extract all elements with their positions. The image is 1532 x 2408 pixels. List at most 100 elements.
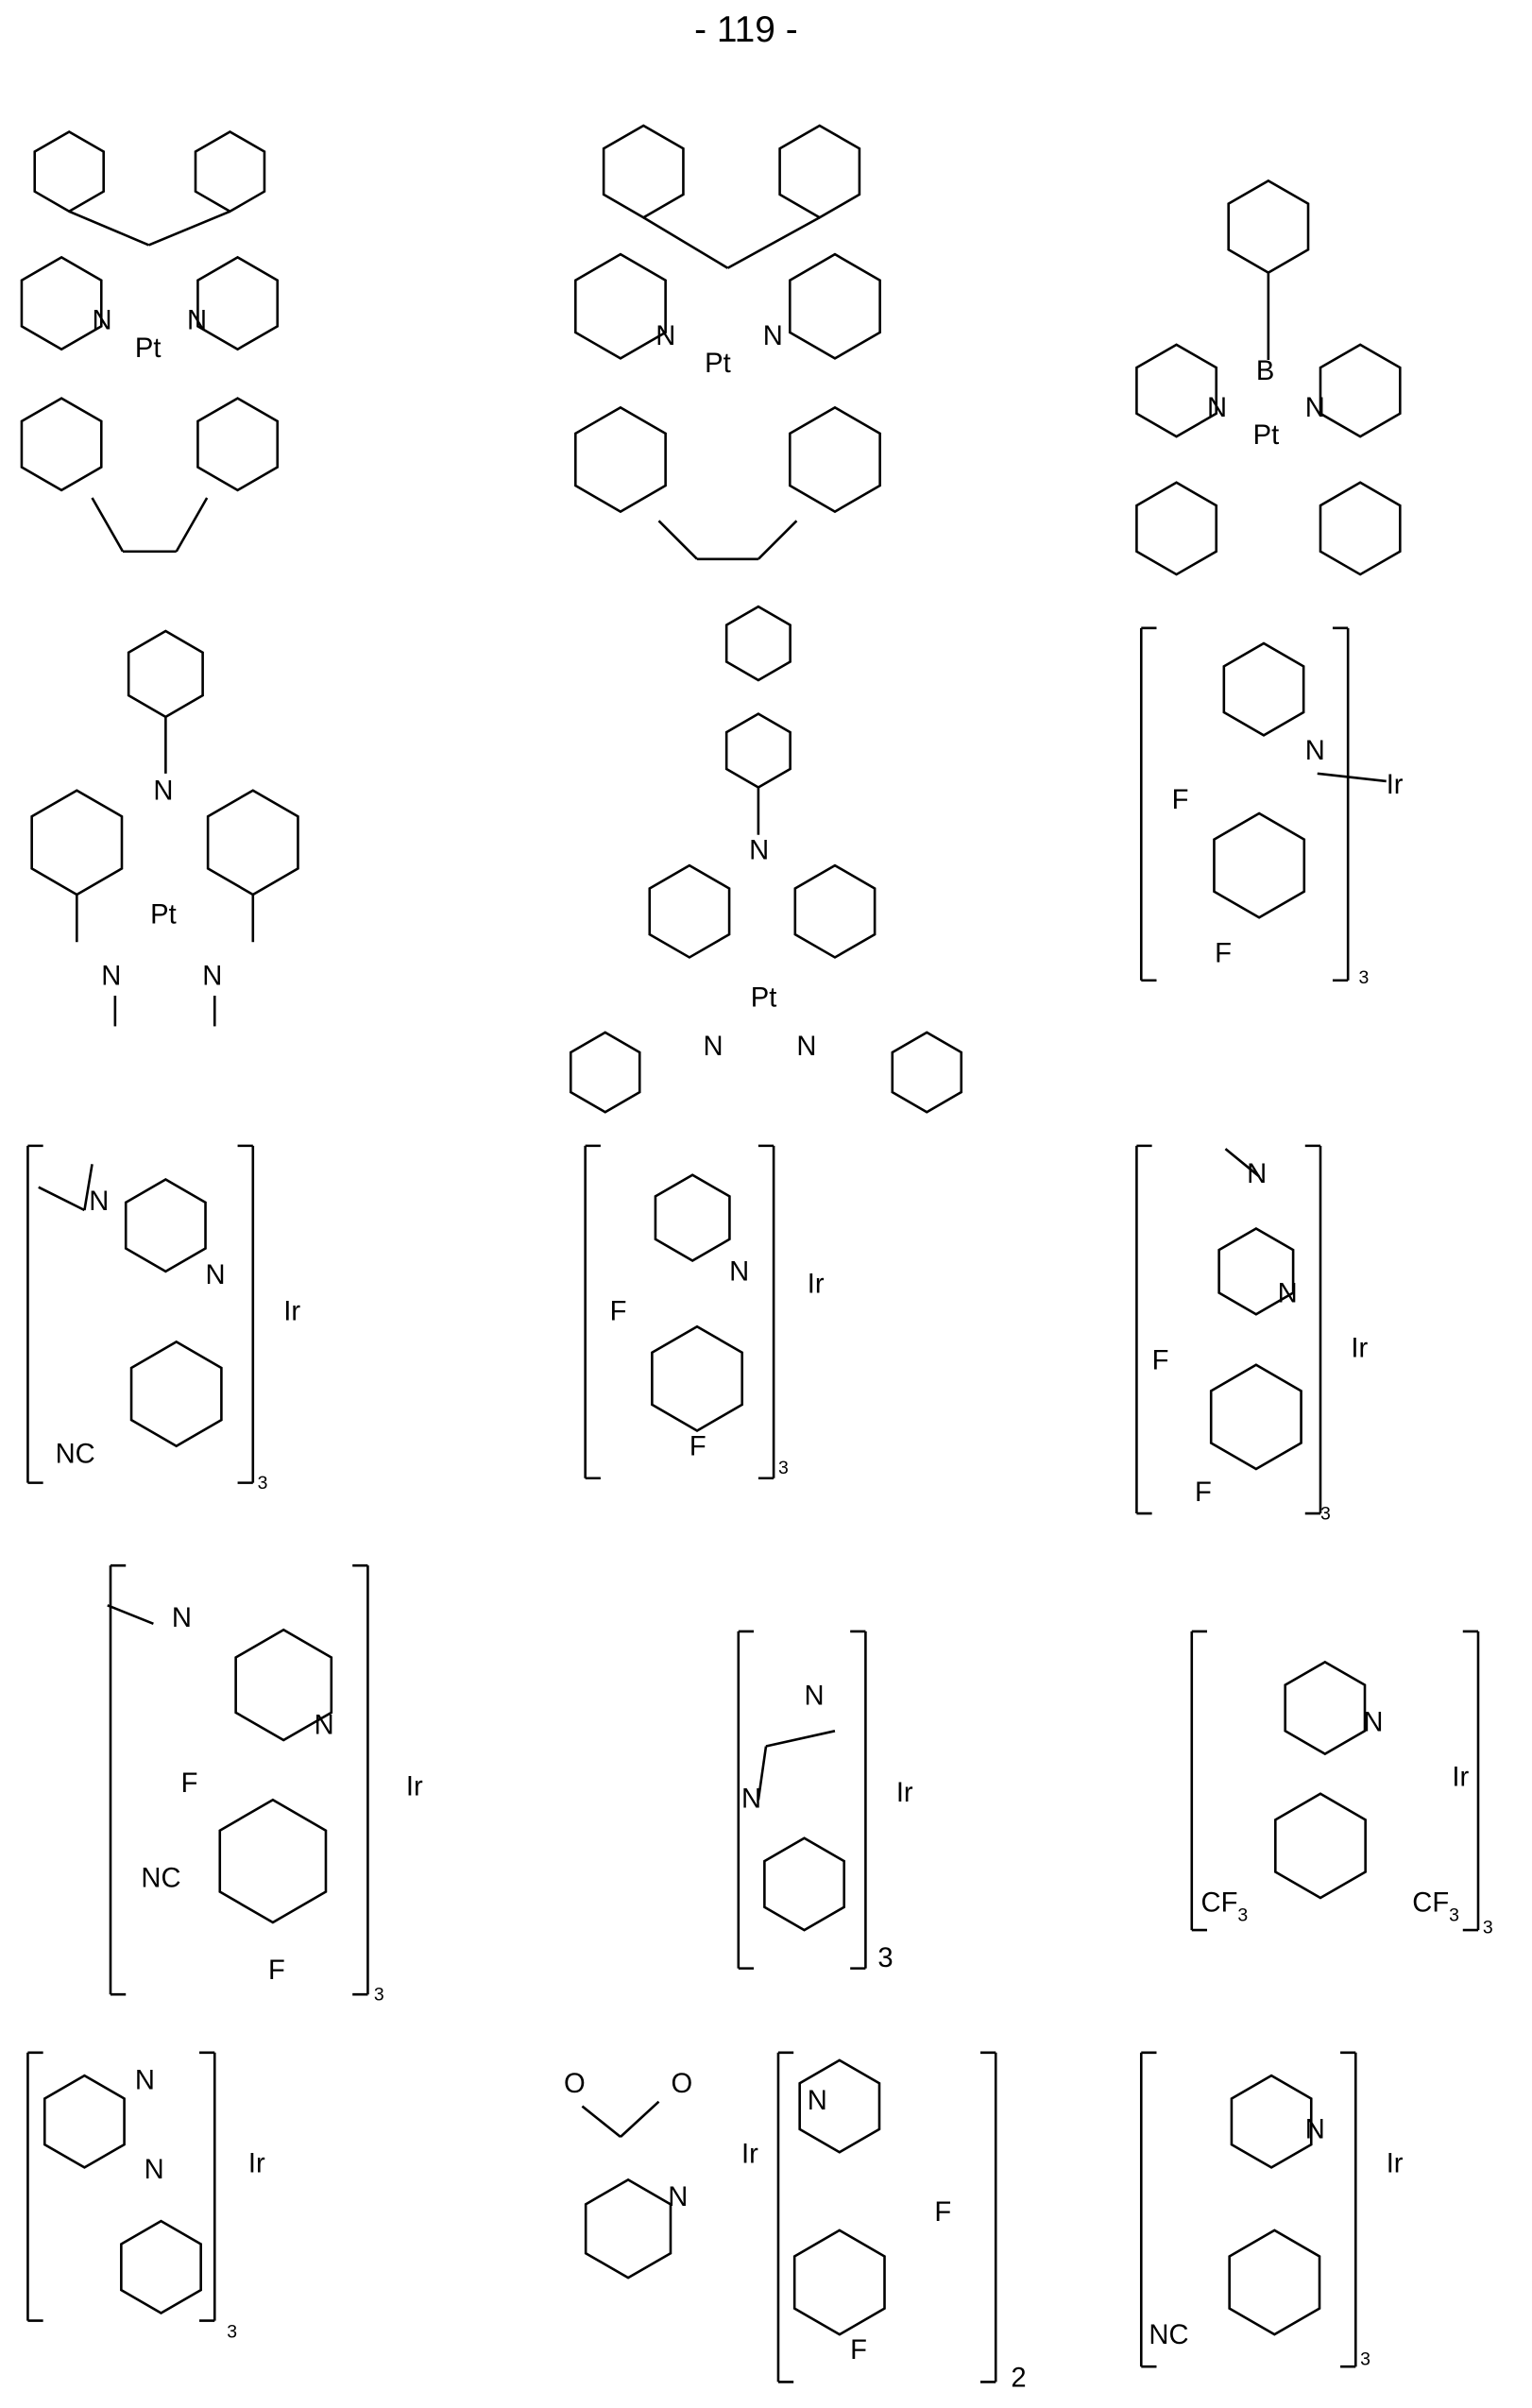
atom-label: NC xyxy=(141,1864,180,1894)
atom-label: N xyxy=(153,776,173,806)
ring xyxy=(726,714,790,788)
atom-label: Ir xyxy=(406,1771,423,1802)
atom-label: F xyxy=(1152,1346,1169,1376)
atom-label: NC xyxy=(1149,2320,1188,2350)
ring xyxy=(764,1838,843,1930)
bond xyxy=(658,521,697,559)
atom-label: N xyxy=(1305,393,1325,423)
ring xyxy=(655,1175,729,1261)
subscript: 3 xyxy=(1237,1904,1248,1925)
ring xyxy=(131,1341,221,1445)
ring xyxy=(570,1033,639,1112)
ring xyxy=(652,1326,741,1430)
subscript: 2 xyxy=(1011,2363,1026,2393)
atom-label: F xyxy=(1195,1477,1212,1508)
ring xyxy=(208,791,298,895)
ring xyxy=(1224,643,1303,735)
atom-label: O xyxy=(564,2069,586,2099)
ring xyxy=(604,126,683,217)
atom-label: N xyxy=(1363,1707,1383,1737)
atom-label: N xyxy=(704,1032,723,1062)
bond xyxy=(582,2107,621,2137)
atom-label: N xyxy=(145,2155,164,2185)
ring xyxy=(196,131,264,211)
atom-label: N xyxy=(1207,393,1227,423)
ring xyxy=(726,606,790,680)
bond xyxy=(177,498,207,552)
bond xyxy=(149,212,230,246)
structure-15-ir-cyanophenylpyridine: N Ir NC 3 xyxy=(1149,2115,1403,2370)
atom-label: N xyxy=(1247,1159,1267,1189)
ring xyxy=(794,2230,884,2334)
ring xyxy=(1230,2230,1319,2334)
ring xyxy=(1285,1662,1365,1753)
ring xyxy=(1275,1794,1365,1898)
structure-drawings xyxy=(22,126,1478,2382)
bond xyxy=(69,212,148,246)
atom-label: F xyxy=(268,1955,285,1986)
ring xyxy=(197,257,277,349)
bond xyxy=(643,217,727,268)
ring xyxy=(1211,1365,1301,1469)
subscript: 3 xyxy=(1359,967,1370,988)
page-number: - 119 - xyxy=(694,9,798,50)
atom-label: CF xyxy=(1201,1888,1238,1919)
atom-label: F xyxy=(181,1768,198,1799)
bond xyxy=(1318,774,1387,781)
atom-label: NC xyxy=(56,1440,95,1470)
ring xyxy=(650,865,729,957)
atom-label: Pt xyxy=(135,333,162,364)
ring xyxy=(893,1033,962,1112)
bond xyxy=(758,521,797,559)
ring xyxy=(1232,2075,1311,2167)
ring xyxy=(22,399,101,490)
bond xyxy=(727,217,819,268)
subscript: 3 xyxy=(1320,1504,1331,1525)
ring xyxy=(795,865,875,957)
structure-7-ir-dimethylamino-cyano: N N Ir NC 3 xyxy=(56,1187,301,1494)
ring xyxy=(1320,345,1400,436)
ring xyxy=(44,2075,124,2167)
ring xyxy=(790,407,879,511)
atom-label: Ir xyxy=(808,1270,825,1300)
subscript: 3 xyxy=(258,1473,268,1494)
subscript: 3 xyxy=(227,2321,237,2342)
structure-2-pt-spirofluorene-etheno: N Pt N xyxy=(655,321,783,379)
atom-label: N xyxy=(202,962,222,992)
structure-6-ir-difluorophenylpyridine: N Ir F F 3 xyxy=(1172,736,1404,988)
atom-label: F xyxy=(689,1431,706,1461)
ring xyxy=(1229,180,1308,272)
subscript: 3 xyxy=(1483,1917,1493,1938)
subscript: 3 xyxy=(374,1985,384,2006)
atom-label: N xyxy=(655,321,675,351)
atom-label: N xyxy=(93,306,112,336)
ring xyxy=(197,399,277,490)
atom-label: Pt xyxy=(705,349,731,379)
atom-label: Ir xyxy=(1351,1334,1368,1364)
ring xyxy=(586,2179,671,2278)
atom-label: N xyxy=(749,836,769,866)
atom-label: N xyxy=(206,1260,226,1290)
structure-13-ir-phenylbenzimidazole: N N Ir 3 xyxy=(135,2066,265,2343)
subscript: 3 xyxy=(1449,1904,1459,1925)
ring xyxy=(1320,483,1400,574)
atom-label: Ir xyxy=(248,2148,265,2178)
ring xyxy=(32,791,122,895)
atom-label: Pt xyxy=(150,900,177,931)
atom-label: N xyxy=(808,2086,827,2116)
atom-label: N xyxy=(1305,736,1325,766)
structure-3-pt-mesitylboron: B N Pt N xyxy=(1207,356,1325,451)
atom-label: F xyxy=(1172,785,1189,815)
ring xyxy=(126,1180,205,1272)
ring xyxy=(1214,813,1303,917)
ring xyxy=(121,2221,200,2313)
structure-4-pt-n-phenyl-imine: N Pt N N xyxy=(101,776,222,991)
atom-label: O xyxy=(671,2069,692,2099)
bond xyxy=(108,1605,154,1623)
atom-label: N xyxy=(315,1711,334,1741)
subscript: 3 xyxy=(778,1458,789,1478)
atom-label: F xyxy=(934,2197,951,2228)
ring xyxy=(575,407,665,511)
atom-label: N xyxy=(805,1682,825,1712)
